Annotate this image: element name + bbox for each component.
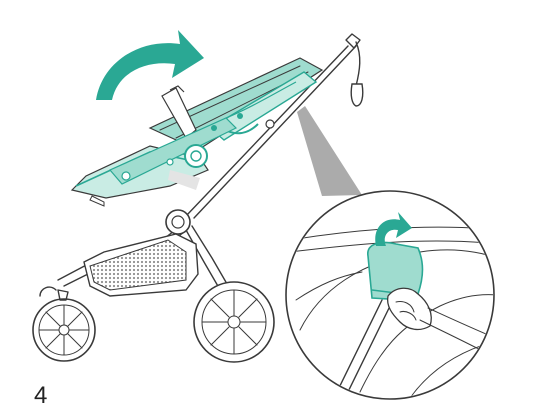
front-wheel — [33, 287, 95, 361]
zoom-detail-callout — [286, 191, 512, 400]
curved-arrow-icon — [96, 30, 204, 100]
step-number: 4 — [34, 384, 47, 408]
callout-wedge — [297, 106, 362, 196]
rear-wheel — [194, 282, 274, 362]
